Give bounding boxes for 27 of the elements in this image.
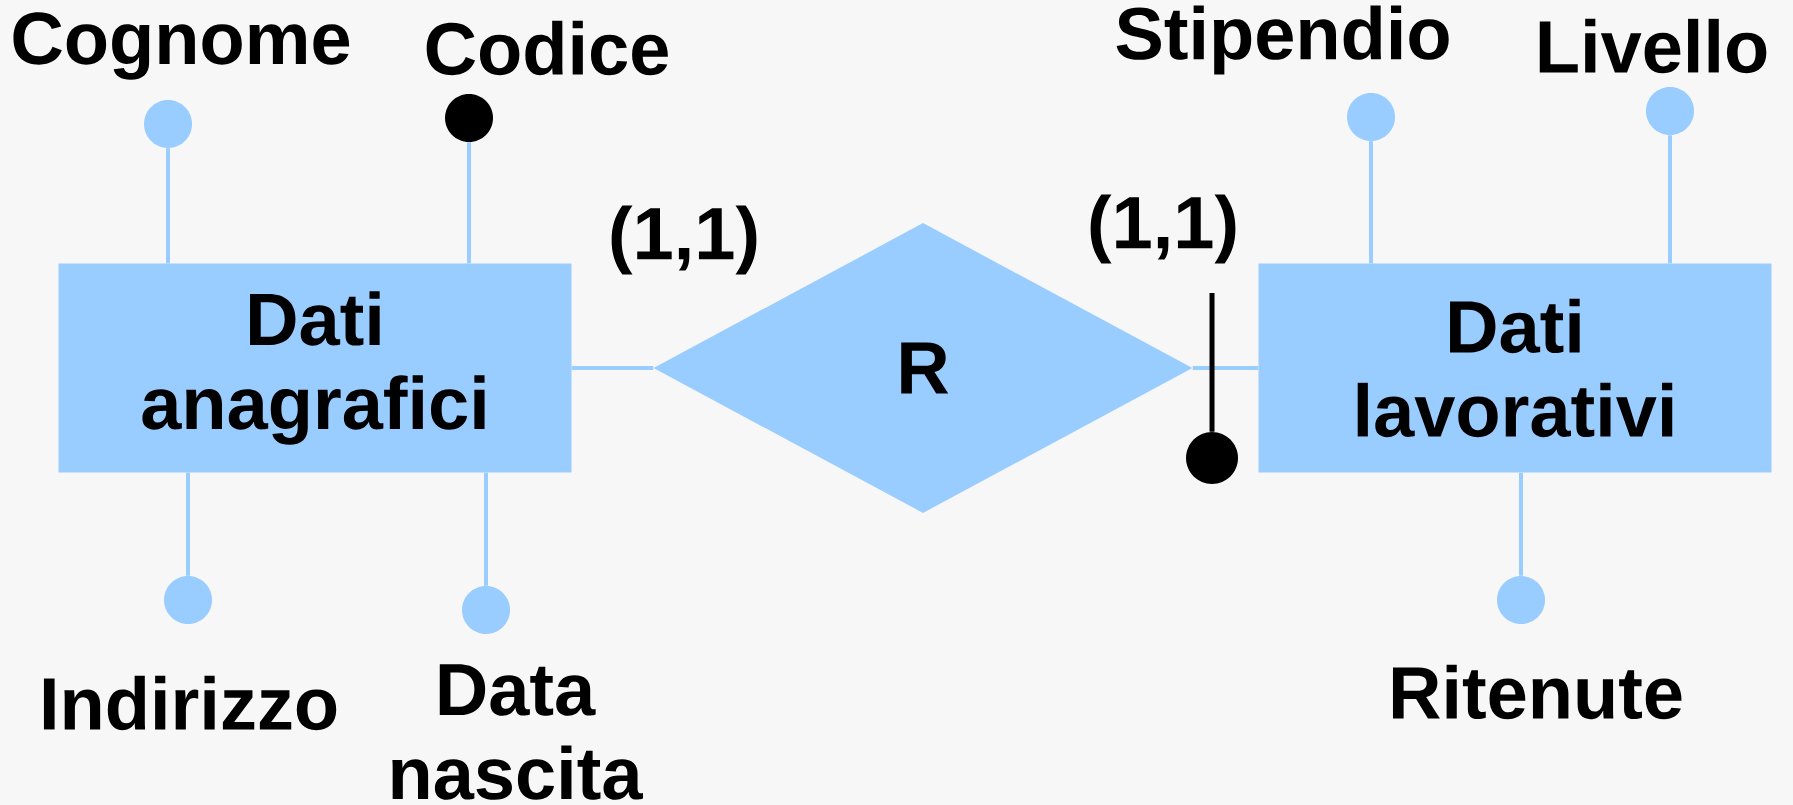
connector (484, 472, 488, 586)
attribute: Indirizzo (43, 576, 337, 731)
entity-box: Dati lavorativi (1258, 263, 1772, 473)
connector (571, 366, 654, 370)
attribute: Livello (1539, 18, 1767, 135)
entity-box: Dati anagrafici (58, 263, 572, 473)
key-attribute: Codice (426, 20, 668, 142)
connector (1369, 141, 1373, 264)
attribute: Ritenute (1392, 576, 1682, 720)
node-label: Stipendio (1116, 5, 1449, 75)
identifier-line (1209, 293, 1215, 432)
connector (1519, 472, 1523, 576)
connector (186, 472, 190, 576)
attribute: Data nascita (392, 586, 643, 800)
node-label: Indirizzo (43, 675, 337, 731)
connector (1668, 135, 1672, 264)
connector (166, 148, 170, 264)
connector (1192, 366, 1259, 370)
connector (467, 142, 471, 264)
node-label: Cognome (13, 12, 350, 80)
attribute: Stipendio (1116, 5, 1449, 141)
attribute: Cognome (13, 12, 350, 148)
node-label: Livello (1539, 18, 1767, 74)
node-label: Ritenute (1392, 664, 1682, 720)
node-label: Data nascita (392, 664, 643, 800)
identifier-dot (1186, 432, 1238, 484)
node-label: Codice (426, 20, 668, 76)
